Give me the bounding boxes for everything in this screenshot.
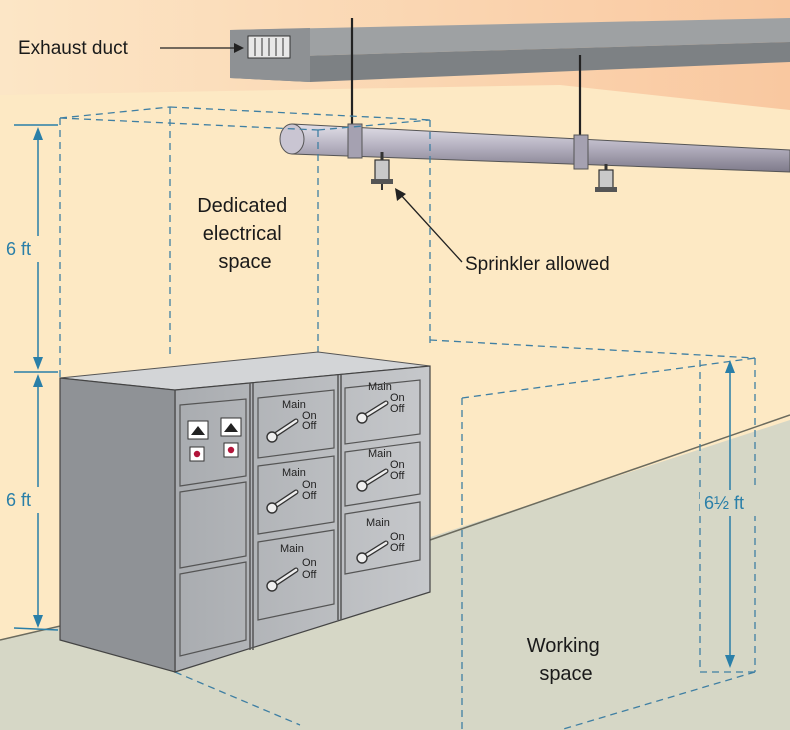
switch-off-text: Off <box>302 490 317 502</box>
switch-handle-icon <box>356 540 389 564</box>
pipe-hangers <box>350 18 582 140</box>
switch-on-text: On <box>302 410 317 422</box>
switch-unit-6: Main On Off <box>356 517 405 564</box>
switch-main-text: Main <box>368 448 392 460</box>
switch-off-text: Off <box>302 569 317 581</box>
switch-unit-2: Main On Off <box>266 467 317 514</box>
switch-handle-icon <box>266 418 299 443</box>
switch-main-text: Main <box>280 543 304 555</box>
dedicated-space-label: Dedicated electrical space <box>197 195 293 273</box>
dim-lower-label: 6 ft <box>6 490 31 510</box>
exhaust-duct <box>230 18 790 82</box>
working-line-1: Working <box>527 635 600 657</box>
sprinkler-head-1 <box>371 152 393 190</box>
sprinkler-leader <box>395 188 463 263</box>
dedicated-space-outline <box>59 106 431 395</box>
working-line-2: space <box>539 663 592 685</box>
switch-on-text: On <box>302 479 317 491</box>
switch-unit-3: Main On Off <box>266 543 317 592</box>
dim-working-label: 6½ ft <box>704 493 744 513</box>
sprinkler-allowed-label: Sprinkler allowed <box>465 254 610 275</box>
meter-1 <box>187 420 209 462</box>
exhaust-duct-label: Exhaust duct <box>18 38 129 59</box>
sprinkler-pipe <box>279 123 790 173</box>
switch-unit-5: Main On Off <box>356 448 405 492</box>
dedicated-line-3: space <box>218 251 271 273</box>
exhaust-duct-leader <box>160 43 244 53</box>
switch-main-text: Main <box>366 517 390 529</box>
switch-on-text: On <box>390 392 405 404</box>
switch-unit-1: Main On Off <box>266 399 317 443</box>
switchboard-side <box>59 377 176 673</box>
working-space-label: Working space <box>527 635 606 685</box>
switch-handle-icon <box>266 489 299 514</box>
switch-on-text: On <box>390 531 405 543</box>
switch-off-text: Off <box>302 420 317 432</box>
switch-handle-icon <box>356 400 389 424</box>
switchboard <box>59 351 431 673</box>
switch-main-text: Main <box>368 381 392 393</box>
switch-handle-icon <box>356 468 389 492</box>
dim-upper-label: 6 ft <box>6 239 31 259</box>
switch-handle-icon <box>266 567 299 592</box>
dedicated-line-2: electrical <box>203 223 282 245</box>
switch-on-text: On <box>390 459 405 471</box>
switch-main-text: Main <box>282 467 306 479</box>
switch-unit-4: Main On Off <box>356 381 405 424</box>
sprinkler-head-2 <box>595 164 617 192</box>
switch-off-text: Off <box>390 470 405 482</box>
meter-2 <box>220 417 242 458</box>
switch-off-text: Off <box>390 542 405 554</box>
switch-off-text: Off <box>390 403 405 415</box>
dedicated-line-1: Dedicated <box>197 195 287 217</box>
switch-main-text: Main <box>282 399 306 411</box>
switch-on-text: On <box>302 557 317 569</box>
